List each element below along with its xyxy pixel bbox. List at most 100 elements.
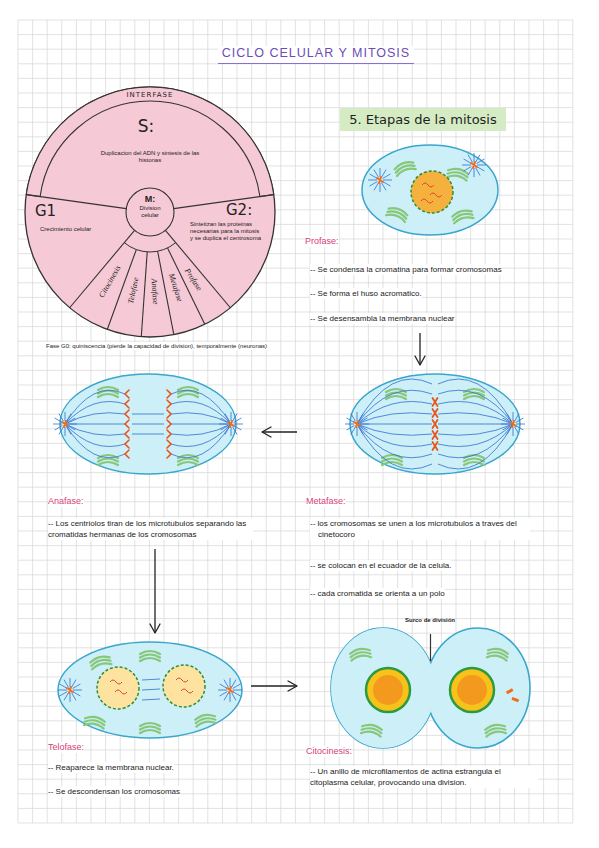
phase-sector: G1Crecimiento celular — [33, 201, 93, 235]
spindle-fiber — [171, 402, 231, 425]
aster-fiber — [501, 424, 510, 425]
spindle-fiber — [171, 424, 231, 458]
golgi-stack — [361, 723, 382, 736]
sector-letter: G2: — [226, 202, 252, 219]
golgi-stack — [140, 651, 160, 661]
mitosis-subsector: Anafase — [149, 278, 162, 306]
spindle-fiber — [65, 390, 125, 424]
ring-label: INTERFASE — [127, 90, 174, 100]
mitosis-illustrations — [53, 145, 530, 748]
sector-letter: G1 — [35, 203, 56, 220]
grid-line — [558, 20, 559, 823]
aster-fiber — [513, 427, 514, 436]
golgi-cisterna — [140, 730, 160, 733]
golgi-cisterna — [396, 166, 416, 176]
prophase-cell — [362, 145, 498, 235]
daughter-cell — [331, 628, 435, 748]
aster-fiber — [72, 680, 77, 688]
golgi-cisterna — [487, 654, 507, 660]
stage-panel: Anafase:-- Los centriolos tiran de los m… — [45, 371, 256, 543]
sector-note: Crecimiento celular — [40, 226, 91, 233]
grid-line — [18, 93, 573, 94]
stage-bullet: -- los cromosomas se unen a los microtub… — [310, 518, 530, 540]
spindle-fiber — [357, 424, 432, 469]
section-heading: 5. Etapas de la mitosis — [349, 112, 497, 127]
aster-fiber — [231, 412, 232, 421]
aster-fiber — [232, 680, 237, 688]
chromatin — [110, 680, 122, 684]
golgi-cisterna — [386, 212, 406, 222]
daughter-cell — [426, 628, 530, 748]
sector-note: Division celular — [133, 205, 167, 219]
centriole — [510, 421, 516, 427]
mitosis-subsector: Metafase — [165, 271, 185, 304]
spindle-fiber — [357, 424, 432, 458]
mitosis-subsector: Citocinesis — [96, 262, 124, 300]
anaphase-cell — [53, 374, 243, 474]
aster-fiber — [374, 183, 379, 191]
aster-fiber — [383, 174, 391, 179]
spindle-fiber — [438, 402, 513, 425]
stage-panel: Surco de divisiónCitocinesis:-- Un anill… — [303, 614, 541, 791]
aster-fiber — [380, 168, 381, 177]
golgi-stack — [485, 723, 506, 736]
chromosome — [433, 442, 438, 450]
mitosis-subsector: Profase — [182, 265, 206, 293]
aster-fiber — [65, 412, 66, 421]
aster-fiber — [53, 424, 62, 425]
spindle-fiber — [357, 424, 432, 447]
subphase-name: Telofase — [126, 276, 140, 304]
subphase-name: Anafase — [150, 279, 161, 305]
spindle-fiber — [65, 424, 125, 435]
spindle-fiber — [438, 424, 513, 447]
grid-line — [572, 20, 573, 823]
golgi-stack — [464, 389, 484, 399]
aster-fiber — [515, 414, 520, 422]
stage-bullet: -- Un anillo de microfilamentos de actin… — [310, 766, 538, 788]
nucleus — [163, 665, 205, 707]
aster-fiber — [503, 426, 511, 431]
nucleus — [97, 667, 139, 709]
aster-fiber — [233, 427, 238, 435]
aster-fiber — [234, 418, 242, 423]
spindle-fiber — [171, 390, 231, 424]
aster-fiber — [383, 180, 392, 181]
aster-fiber — [58, 690, 67, 691]
spindle-fiber — [438, 379, 513, 424]
subphase-name: Profase — [183, 266, 204, 292]
aster-fiber — [374, 170, 379, 178]
aster-fiber — [516, 424, 525, 425]
nucleus — [366, 668, 410, 712]
aster-fiber — [351, 414, 356, 422]
centriole — [67, 687, 73, 693]
midzone-fiber — [142, 689, 160, 690]
polar-microtubule — [132, 424, 164, 425]
golgi-cisterna — [98, 462, 118, 465]
section-heading-box: 5. Etapas de la mitosis — [340, 108, 506, 131]
golgi-stack — [394, 160, 416, 176]
diagram-title: CICLO CELULAR Y MITOSIS — [218, 46, 414, 64]
spindle-fiber — [171, 413, 231, 424]
spindle-fiber — [438, 390, 513, 424]
golgi-stack — [90, 655, 112, 670]
aster-fiber — [67, 414, 72, 422]
grid-line — [18, 560, 573, 561]
cell-membrane — [58, 642, 242, 738]
grid-line — [280, 20, 281, 823]
golgi-stack — [452, 209, 474, 224]
grid-line — [18, 545, 573, 546]
chromosome — [433, 420, 438, 428]
spindle-fiber — [171, 424, 231, 447]
mitosis-inner-arc — [124, 243, 175, 252]
golgi-stack — [98, 387, 118, 397]
aster-fiber — [468, 168, 473, 176]
telophase-cell — [58, 642, 242, 738]
aster-fiber — [65, 427, 66, 436]
aster-fiber — [464, 167, 472, 172]
aster-fiber — [220, 692, 228, 697]
grid-line — [295, 20, 296, 823]
aster-fiber — [360, 424, 369, 425]
grid-line — [324, 20, 325, 823]
golgi-cisterna — [447, 174, 467, 180]
